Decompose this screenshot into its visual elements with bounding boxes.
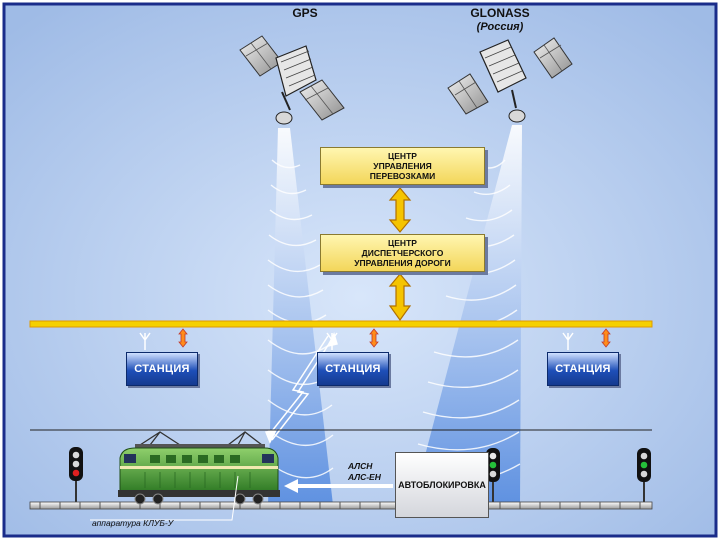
center-text-line: ЦЕНТР xyxy=(388,238,417,248)
antenna-icon xyxy=(562,332,574,350)
autoblock-box: АВТОБЛОКИРОВКА xyxy=(395,452,489,518)
railway-track xyxy=(29,501,653,510)
station-box-center: СТАНЦИЯ xyxy=(317,352,389,386)
station-box-right: СТАНЦИЯ xyxy=(547,352,619,386)
radio-link-icon xyxy=(264,331,338,444)
transport-control-center-box: ЦЕНТР УПРАВЛЕНИЯ ПЕРЕВОЗКАМИ xyxy=(320,147,485,185)
traffic-signal-icon xyxy=(69,447,83,505)
glonass-sublabel: (Россия) xyxy=(476,21,524,33)
locomotive-icon xyxy=(118,431,280,505)
gps-label: GPS xyxy=(292,6,318,20)
double-arrow-icon xyxy=(178,328,188,348)
center-text-line: УПРАВЛЕНИЯ ДОРОГИ xyxy=(354,258,451,268)
equipment-pointer-line xyxy=(90,475,239,521)
alsn-label: АЛСН xyxy=(348,461,373,471)
gps-satellite-icon xyxy=(239,35,345,125)
center-text-line: ДИСПЕТЧЕРСКОГО xyxy=(361,248,444,258)
double-arrow-icon xyxy=(388,187,412,233)
glonass-satellite-icon xyxy=(447,37,573,123)
als-en-label: АЛС-ЕН xyxy=(348,472,381,482)
double-arrow-icon xyxy=(601,328,611,348)
double-arrow-icon xyxy=(369,328,379,348)
center-text-line: ПЕРЕВОЗКАМИ xyxy=(369,171,436,181)
dispatch-control-center-box: ЦЕНТР ДИСПЕТЧЕРСКОГО УПРАВЛЕНИЯ ДОРОГИ xyxy=(320,234,485,272)
center-text-line: УПРАВЛЕНИЯ xyxy=(373,161,432,171)
glonass-label: GLONASS xyxy=(470,6,530,20)
antenna-icon xyxy=(139,332,151,350)
equipment-label: аппаратура КЛУБ-У xyxy=(92,518,174,528)
signal-arrow-icon xyxy=(284,479,393,493)
communication-backbone-line xyxy=(29,320,653,328)
double-arrow-icon xyxy=(388,273,412,322)
center-text-line: ЦЕНТР xyxy=(388,151,417,161)
station-box-left: СТАНЦИЯ xyxy=(126,352,198,386)
